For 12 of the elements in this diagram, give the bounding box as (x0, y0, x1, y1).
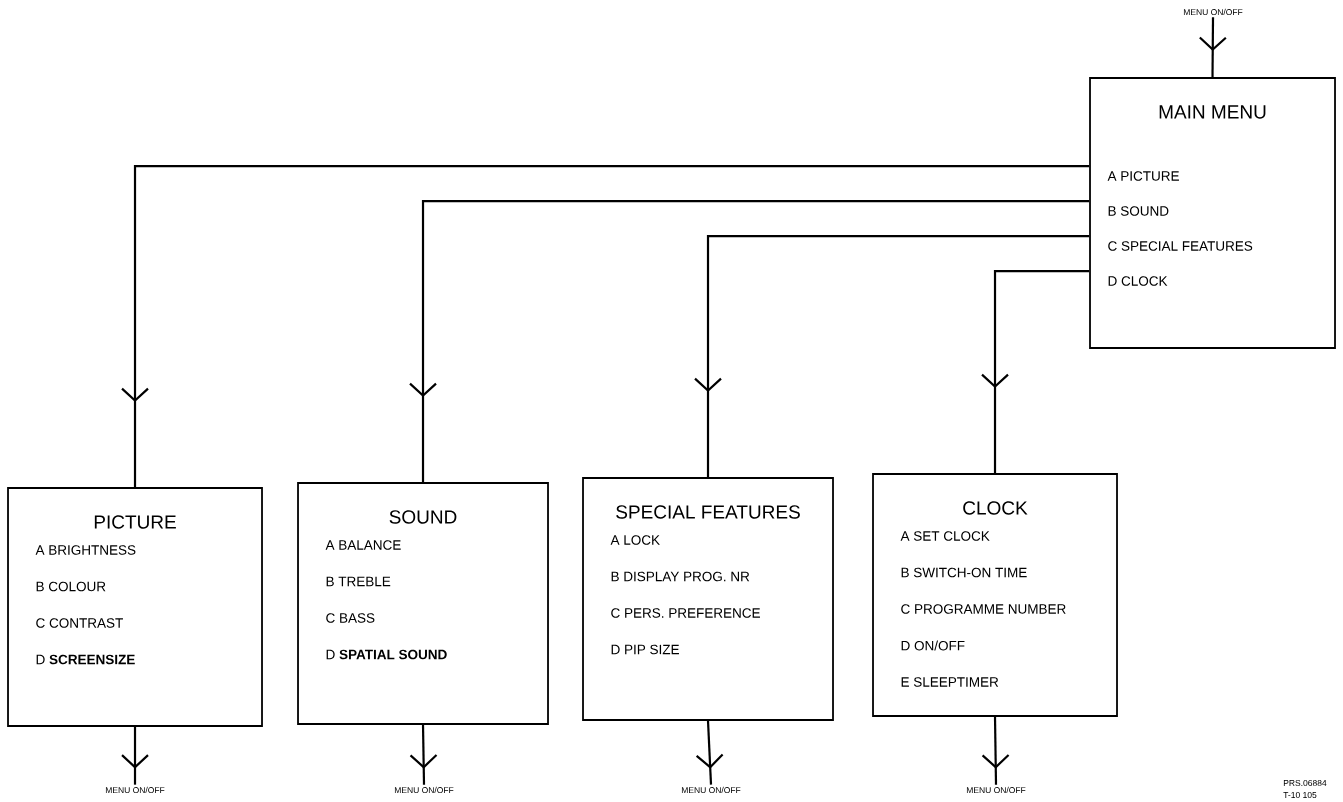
menu-box: SPECIAL FEATURES A LOCK B DISPLAY PROG. NR C PERS. PREFERENCE D PIP SIZE (582, 477, 834, 721)
reference-code: T-10 105 (1283, 792, 1317, 798)
menu-box: SOUND A BALANCE B TREBLE C BASS D SPATIAL SOUND (297, 482, 549, 725)
menu-box: MAIN MENU A PICTURE B SOUND C SPECIAL FEATURES D CLOCK (1089, 77, 1336, 349)
menu-label: MENU ON/OFF (105, 786, 165, 794)
menu-label: MENU ON/OFF (966, 786, 1026, 794)
menu-label: MENU ON/OFF (681, 786, 741, 794)
menu-label: MENU ON/OFF (1183, 8, 1243, 16)
menu-box: CLOCK A SET CLOCK B SWITCH-ON TIME C PROGRAMME NUMBER D ON/OFF E SLEEPTIMER (872, 473, 1118, 717)
reference-code: PRS.06884 (1283, 780, 1327, 786)
menu-box: PICTURE A BRIGHTNESS B COLOUR C CONTRAST D SCREENSIZE (7, 487, 263, 727)
menu-label: MENU ON/OFF (394, 786, 454, 794)
